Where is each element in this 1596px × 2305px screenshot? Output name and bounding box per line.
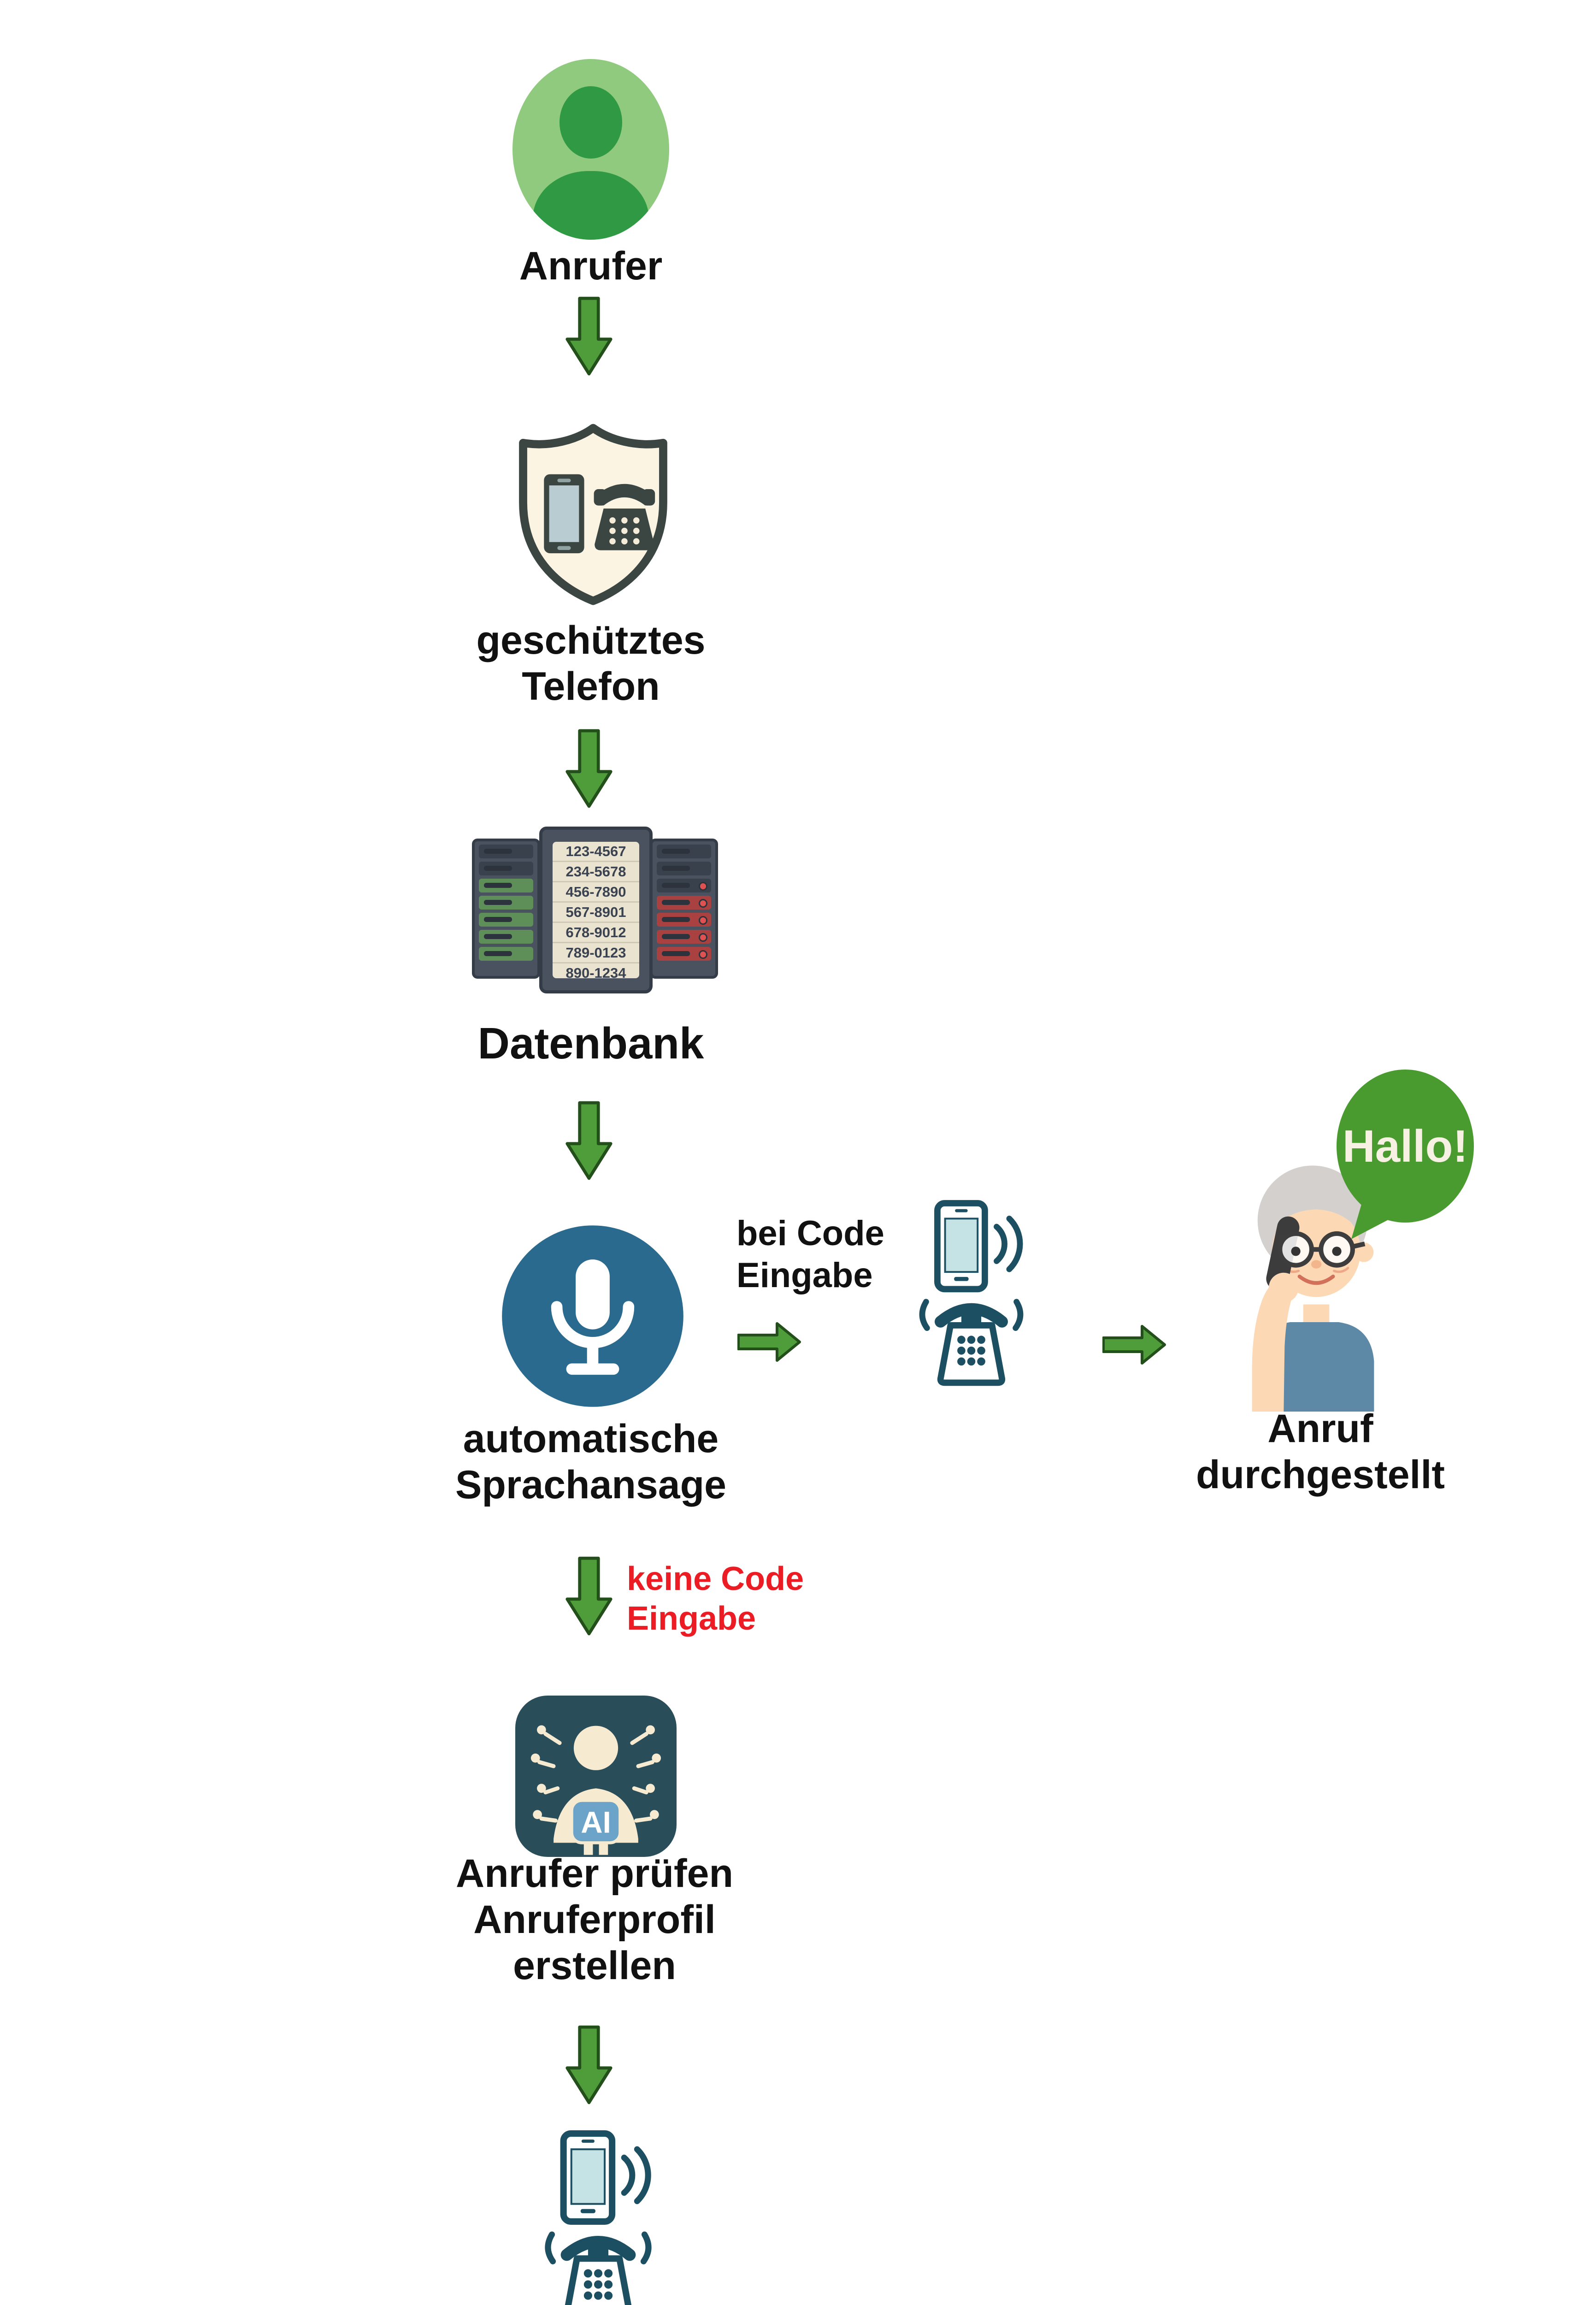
ai-person-icon: AI <box>515 1696 677 1857</box>
no-code-entry-label: keine Code Eingabe <box>627 1560 804 1637</box>
down-arrow-icon <box>565 295 613 378</box>
code-entry-label: bei Code Eingabe <box>736 1214 884 1295</box>
database-number: 234-5678 <box>553 862 639 882</box>
voice-prompt-label: automatische Sprachansage <box>455 1417 726 1507</box>
caller-label: Anrufer <box>519 244 663 288</box>
microphone-icon <box>502 1225 683 1407</box>
server-tower-right <box>650 839 718 979</box>
database-number: 678-9012 <box>553 923 639 943</box>
server-slot <box>657 879 711 892</box>
ai-badge: AI <box>581 1806 611 1839</box>
down-arrow-icon <box>565 2024 613 2107</box>
right-arrow-icon <box>737 1321 802 1363</box>
server-slot-red <box>657 913 711 927</box>
server-slot-green <box>479 947 533 961</box>
server-slot-green <box>479 896 533 910</box>
database-label: Datenbank <box>477 1019 704 1068</box>
hallo-speech-bubble: Hallo! <box>1337 1070 1474 1253</box>
server-slot-green <box>479 913 533 927</box>
server-slot <box>657 845 711 858</box>
database-number: 789-0123 <box>553 943 639 963</box>
ringing-phones-icon <box>913 1199 1030 1398</box>
down-arrow-icon <box>565 1555 613 1638</box>
server-slot <box>479 845 533 858</box>
server-slot-green <box>479 930 533 944</box>
server-slot <box>657 862 711 875</box>
database-number: 123-4567 <box>553 842 639 862</box>
call-connected-label-top: Anruf durchgestellt <box>1196 1407 1445 1497</box>
server-tower-middle: 123-4567 234-5678 456-7890 567-8901 678-… <box>539 827 653 993</box>
database-number: 890-1234 <box>553 963 639 978</box>
server-slot-red <box>657 930 711 944</box>
shield-phones-icon <box>519 424 667 605</box>
avatar-head <box>559 86 622 159</box>
phone-number-panel: 123-4567 234-5678 456-7890 567-8901 678-… <box>553 842 639 978</box>
avatar-body <box>533 171 649 240</box>
server-slot-red <box>657 896 711 910</box>
server-slot-red <box>657 947 711 961</box>
server-tower-left <box>472 839 540 979</box>
ringing-phones-icon <box>524 2129 672 2305</box>
database-number: 567-8901 <box>553 903 639 923</box>
down-arrow-icon <box>565 727 613 810</box>
server-slot-green <box>479 879 533 892</box>
right-arrow-icon <box>1102 1324 1167 1365</box>
server-rack-icon: 123-4567 234-5678 456-7890 567-8901 678-… <box>469 827 718 993</box>
ai-check-label: Anrufer prüfen Anruferprofil erstellen <box>456 1851 733 1988</box>
protected-phone-label: geschütztes Telefon <box>476 618 706 709</box>
person-avatar-icon <box>512 59 669 240</box>
server-slot <box>479 862 533 875</box>
down-arrow-icon <box>565 1099 613 1182</box>
database-number: 456-7890 <box>553 882 639 903</box>
